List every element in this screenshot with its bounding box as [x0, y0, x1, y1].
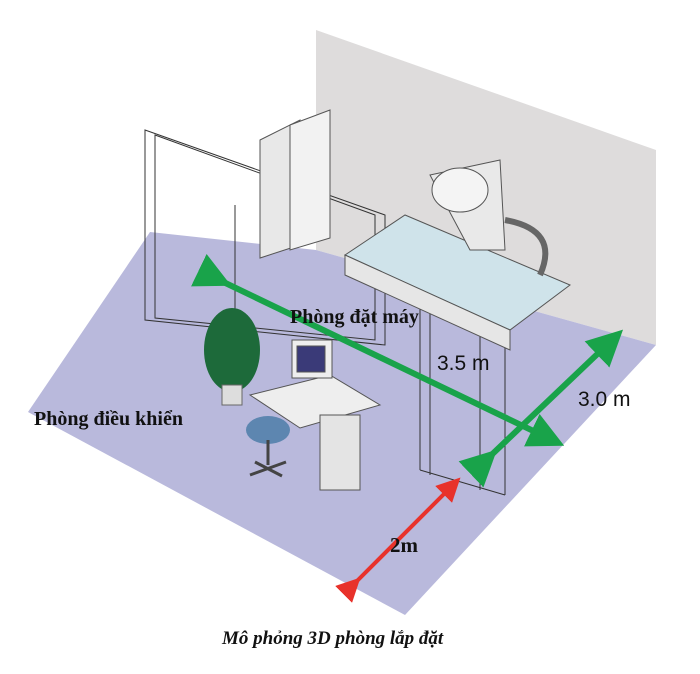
width-label: 3.0 m: [578, 388, 631, 411]
control-room-label: Phòng điều khiển: [34, 408, 183, 430]
length-label: 3.5 m: [437, 352, 490, 375]
equipment-room-label: Phòng đặt máy: [290, 306, 419, 328]
caption: Mô phỏng 3D phòng lắp đặt: [222, 628, 444, 649]
cabinets: [259, 109, 331, 259]
width-arrow: [458, 329, 624, 488]
control-depth-label: 2m: [390, 533, 418, 557]
control-depth-arrow: [335, 477, 461, 603]
